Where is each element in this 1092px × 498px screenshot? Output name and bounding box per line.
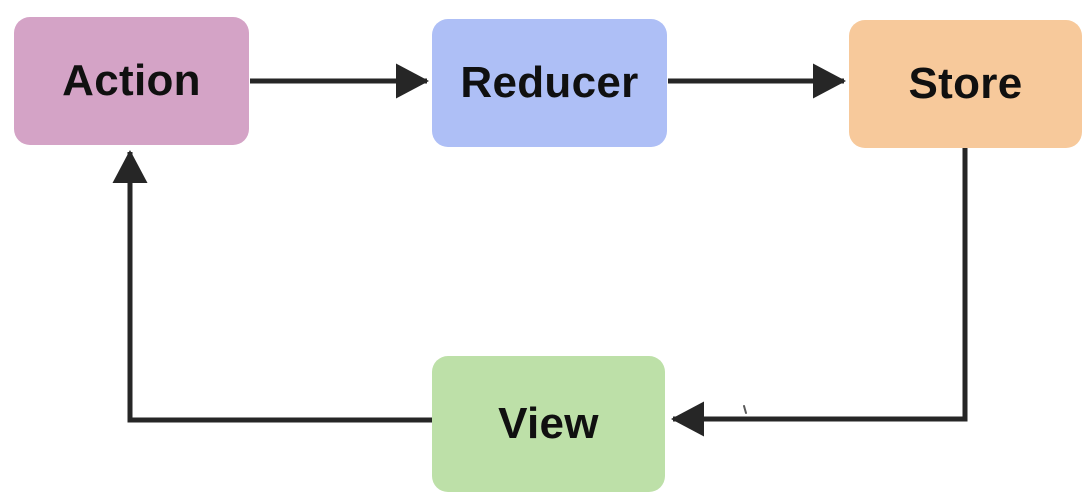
node-action-label: Action <box>62 56 201 105</box>
node-reducer-label: Reducer <box>460 58 639 107</box>
edge-store-to-view <box>670 148 968 437</box>
node-view[interactable]: View <box>432 356 665 492</box>
edge-path <box>112 149 432 423</box>
node-reducer[interactable]: Reducer <box>432 19 667 147</box>
node-store[interactable]: Store <box>849 20 1082 148</box>
node-view-label: View <box>498 399 599 448</box>
edge-path <box>670 148 968 437</box>
node-action[interactable]: Action <box>14 17 249 145</box>
stray-ink-mark <box>743 405 747 414</box>
edge-view-to-action <box>112 149 432 423</box>
node-store-label: Store <box>908 59 1023 108</box>
